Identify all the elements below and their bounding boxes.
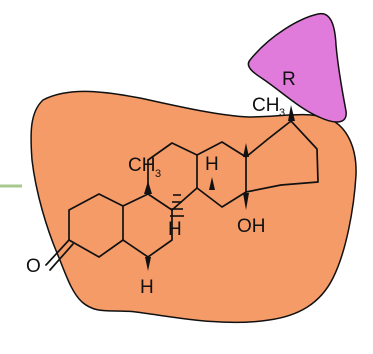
bottom-h-wedge: [145, 257, 151, 271]
lower-center-h-label: H: [168, 219, 182, 240]
upper-center-h-wedge: [209, 177, 215, 190]
top-methyl-label: CH: [252, 95, 279, 116]
r-wedge: [288, 105, 295, 121]
oxo-double-bond-line: [45, 239, 70, 266]
left-methyl-label: CH: [128, 155, 155, 176]
steroid-region-blob: [30, 90, 357, 324]
bottom-h-label: H: [140, 277, 154, 298]
ring-c-bonds: [147, 142, 198, 211]
steroid-bonds: [45, 120, 319, 271]
ring-c-d-connector: [196, 141, 247, 208]
r-label: R: [282, 69, 296, 90]
top-methyl-subscript: 3: [279, 107, 285, 119]
left-methyl-subscript: 3: [155, 168, 161, 180]
oxygen-label: O: [26, 256, 41, 277]
hashed-bond: [170, 194, 184, 217]
left-methyl-wedge: [144, 181, 152, 194]
ring-b-bonds: [122, 193, 173, 258]
hydroxyl-label: OH: [237, 216, 266, 237]
oxo-double-bond-line-2: [49, 243, 74, 271]
right-methyl-wedge: [243, 143, 249, 157]
stereo-wedges: [144, 105, 295, 271]
upper-center-h-label: H: [205, 154, 219, 175]
oh-wedge: [243, 193, 249, 210]
r-group-region-blob: [247, 12, 347, 123]
ring-d-bonds: [245, 120, 319, 193]
